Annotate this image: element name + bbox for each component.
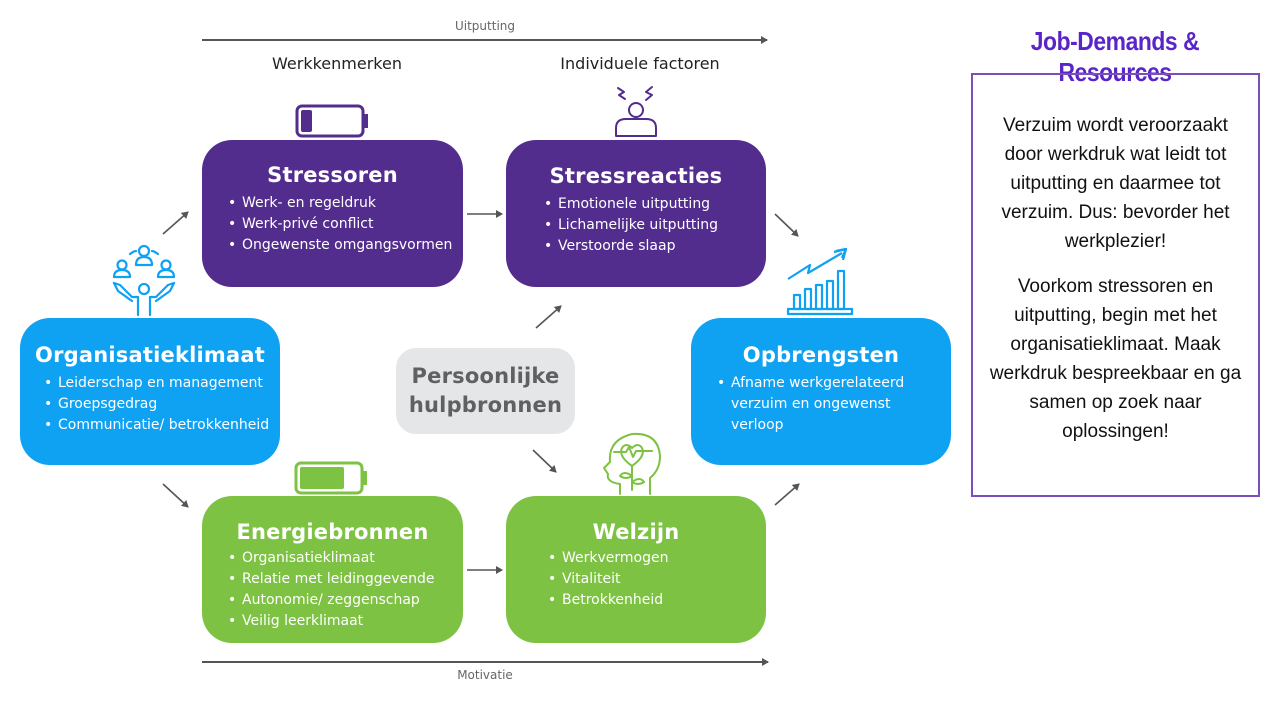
list-item: Werk- en regeldruk [228, 193, 463, 214]
box-organisatieklimaat-list: Leiderschap en management Groepsgedrag C… [44, 373, 280, 436]
box-organisatieklimaat-title: Organisatieklimaat [35, 343, 265, 367]
list-item: Groepsgedrag [44, 394, 280, 415]
list-item: Communicatie/ betrokkenheid [44, 415, 280, 436]
mind-heart-icon [603, 432, 661, 495]
box-opbrengsten: Opbrengsten Afname werkgerelateerd verzu… [691, 318, 951, 465]
sidebar-title: Job-Demands & Resources [1030, 26, 1200, 87]
top-axis-label: Uitputting [454, 19, 515, 33]
list-item: Organisatieklimaat [228, 548, 463, 569]
growth-chart-icon [786, 247, 854, 316]
box-persoonlijke-hulpbronnen: Persoonlijke hulpbronnen [396, 348, 575, 434]
box-energiebronnen-list: Organisatieklimaat Relatie met leidingge… [228, 548, 463, 632]
arrow-welzijn-to-opbrengsten [774, 483, 800, 506]
list-item: Betrokkenheid [548, 590, 766, 611]
box-stressreacties-title: Stressreacties [549, 164, 723, 188]
box-opbrengsten-list: Afname werkgerelateerd verzuim en ongewe… [717, 373, 951, 436]
column-label-individuele-factoren: Individuele factoren [560, 54, 720, 73]
list-item: Werkvermogen [548, 548, 766, 569]
battery-low-icon [295, 104, 368, 138]
arrow-org-to-energiebronnen [162, 483, 189, 508]
list-item: Autonomie/ zeggenschap [228, 590, 463, 611]
battery-high-icon [294, 461, 367, 495]
arrow-hulpbronnen-to-welzijn [532, 449, 557, 473]
list-item: Relatie met leidinggevende [228, 569, 463, 590]
box-welzijn-title: Welzijn [592, 520, 680, 544]
box-opbrengsten-title: Opbrengsten [742, 343, 900, 367]
box-organisatieklimaat: Organisatieklimaat Leiderschap en manage… [20, 318, 280, 465]
team-people-icon [112, 244, 176, 317]
bottom-axis-label: Motivatie [457, 668, 513, 682]
box-hulpbronnen-title-line2: hulpbronnen [408, 393, 563, 417]
box-stressoren: Stressoren Werk- en regeldruk Werk-privé… [202, 140, 463, 287]
arrow-hulpbronnen-to-stressreacties [535, 305, 562, 329]
box-hulpbronnen-title-line1: Persoonlijke [411, 364, 560, 388]
column-label-werkkenmerken: Werkkenmerken [272, 54, 402, 73]
list-item: Afname werkgerelateerd verzuim en ongewe… [717, 373, 939, 436]
list-item: Ongewenste omgangsvormen [228, 235, 463, 256]
stressed-person-icon [615, 86, 657, 137]
box-energiebronnen: Energiebronnen Organisatieklimaat Relati… [202, 496, 463, 643]
arrow-stressreacties-to-opbrengsten [774, 213, 799, 237]
sidebar-text-box: Verzuim wordt veroorzaakt door werkdruk … [971, 73, 1260, 497]
list-item: Verstoorde slaap [544, 236, 766, 257]
sidebar-paragraph: Voorkom stressoren en uitputting, begin … [989, 276, 1242, 442]
box-stressreacties-list: Emotionele uitputting Lichamelijke uitpu… [544, 194, 766, 257]
list-item: Werk-privé conflict [228, 214, 463, 235]
list-item: Lichamelijke uitputting [544, 215, 766, 236]
box-energiebronnen-title: Energiebronnen [236, 520, 429, 544]
box-stressoren-list: Werk- en regeldruk Werk-privé conflict O… [228, 193, 463, 256]
sidebar-paragraph: Verzuim wordt veroorzaakt door werkdruk … [1001, 115, 1230, 252]
list-item: Emotionele uitputting [544, 194, 766, 215]
box-stressreacties: Stressreacties Emotionele uitputting Lic… [506, 140, 766, 287]
box-welzijn: Welzijn Werkvermogen Vitaliteit Betrokke… [506, 496, 766, 643]
list-item: Veilig leerklimaat [228, 611, 463, 632]
list-item: Vitaliteit [548, 569, 766, 590]
box-stressoren-title: Stressoren [267, 163, 398, 187]
box-welzijn-list: Werkvermogen Vitaliteit Betrokkenheid [548, 548, 766, 611]
list-item: Leiderschap en management [44, 373, 280, 394]
arrow-org-to-stressoren [162, 211, 189, 235]
